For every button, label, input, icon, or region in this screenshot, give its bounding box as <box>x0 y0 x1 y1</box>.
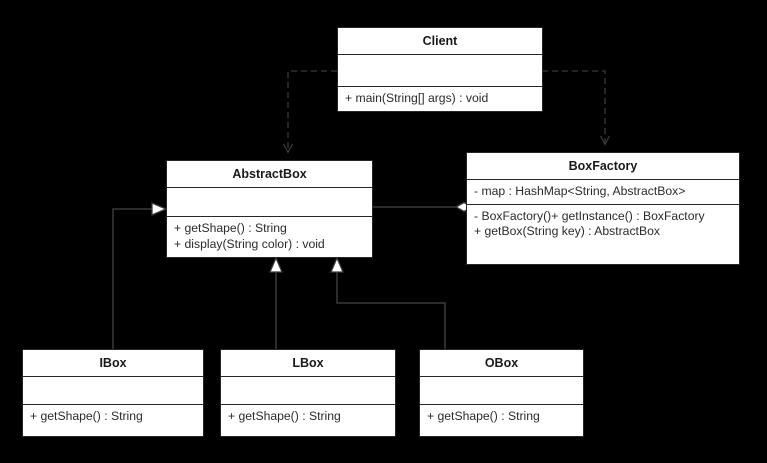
class-methods-client: + main(String[] args) : void <box>338 87 542 111</box>
generalization-obox-to-abstractbox <box>330 256 446 349</box>
class-box-obox[interactable]: OBox + getShape() : String <box>419 349 584 437</box>
class-box-lbox[interactable]: LBox + getShape() : String <box>220 349 396 437</box>
member-line: + display(String color) : void <box>174 237 325 252</box>
member-line: + getBox(String key) : AbstractBox <box>474 224 660 239</box>
class-attributes-obox <box>420 377 583 406</box>
generalization-lbox-to-abstractbox <box>269 256 283 349</box>
member-line: + getShape() : String <box>174 221 287 236</box>
class-methods-boxfactory: - BoxFactory()+ getInstance() : BoxFacto… <box>467 205 739 264</box>
class-title-ibox: IBox <box>23 350 203 378</box>
class-box-client[interactable]: Client + main(String[] args) : void <box>337 27 543 112</box>
member-line: + main(String[] args) : void <box>345 91 489 106</box>
class-methods-obox: + getShape() : String <box>420 405 583 436</box>
generalization-ibox-to-abstractbox <box>112 202 168 349</box>
aggregation-boxfactory-to-abstractbox <box>373 201 474 213</box>
member-line: - BoxFactory()+ getInstance() : BoxFacto… <box>474 208 705 223</box>
class-title-client: Client <box>338 28 542 56</box>
class-title-abstractbox: AbstractBox <box>167 161 372 189</box>
class-attributes-ibox <box>23 377 203 406</box>
class-box-boxfactory[interactable]: BoxFactory - map : HashMap<String, Abstr… <box>466 152 740 265</box>
class-box-ibox[interactable]: IBox + getShape() : String <box>22 349 204 437</box>
class-attributes-boxfactory: - map : HashMap<String, AbstractBox> <box>467 180 739 205</box>
member-line: - map : HashMap<String, AbstractBox> <box>474 184 686 199</box>
dependency-client-to-boxfactory <box>542 70 610 146</box>
class-title-obox: OBox <box>420 350 583 378</box>
class-methods-ibox: + getShape() : String <box>23 405 203 436</box>
class-attributes-abstractbox <box>167 188 372 218</box>
dependency-client-to-abstractbox <box>283 70 337 154</box>
class-title-lbox: LBox <box>221 350 395 378</box>
class-title-boxfactory: BoxFactory <box>467 153 739 181</box>
class-methods-lbox: + getShape() : String <box>221 405 395 436</box>
class-attributes-lbox <box>221 377 395 406</box>
member-line: + getShape() : String <box>30 409 143 424</box>
class-attributes-client <box>338 55 542 88</box>
member-line: + getShape() : String <box>228 409 341 424</box>
class-box-abstractbox[interactable]: AbstractBox + getShape() : String + disp… <box>166 160 373 258</box>
class-methods-abstractbox: + getShape() : String + display(String c… <box>167 217 372 257</box>
member-line: + getShape() : String <box>427 409 540 424</box>
